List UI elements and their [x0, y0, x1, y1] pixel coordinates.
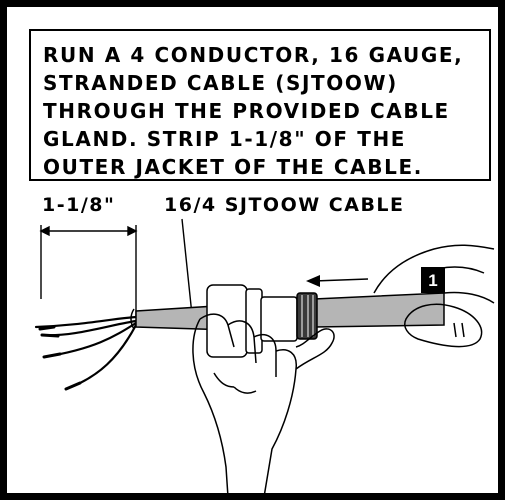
instruction-line-4: GLAND. STRIP 1-1/8" OF THE [43, 125, 477, 153]
instruction-line-5: OUTER JACKET OF THE CABLE. [43, 153, 477, 181]
cable-label-leader [182, 219, 192, 315]
strip-dimension-marker [41, 225, 136, 317]
cable-gland-illustration: 1-1/8" 16/4 SJTOOW CABLE [14, 187, 498, 497]
instruction-text-box: RUN A 4 CONDUCTOR, 16 GAUGE, STRANDED CA… [29, 29, 491, 181]
cable-type-label: 16/4 SJTOOW CABLE [164, 194, 405, 216]
cable-jacket-right [314, 293, 444, 327]
step-number: 1 [428, 271, 437, 290]
step-number-badge: 1 [421, 267, 445, 293]
pull-direction-arrow [306, 275, 368, 287]
instruction-line-2: STRANDED CABLE (SJTOOW) [43, 69, 477, 97]
instruction-line-3: THROUGH THE PROVIDED CABLE [43, 97, 477, 125]
instruction-line-1: RUN A 4 CONDUCTOR, 16 GAUGE, [43, 41, 477, 69]
stripped-wires [36, 317, 136, 389]
strip-length-label: 1-1/8" [42, 194, 115, 216]
cable-gland [207, 285, 317, 357]
